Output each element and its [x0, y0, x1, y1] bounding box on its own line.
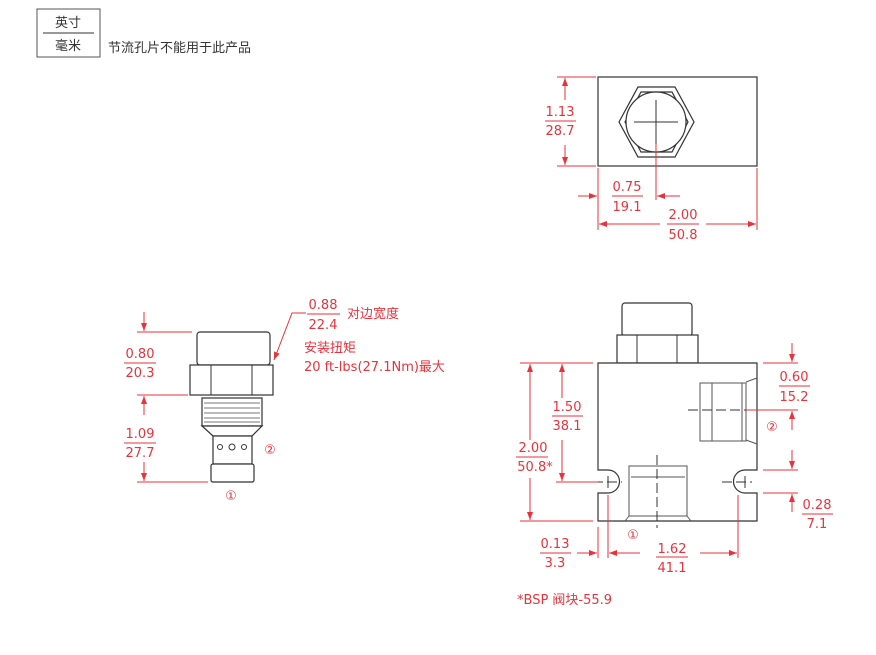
torque-label: 安装扭矩: [304, 341, 356, 356]
unit-inch-label: 英寸: [55, 16, 81, 31]
port1-depth-mm: 38.1: [553, 419, 582, 434]
front-height-mm: 50.8*: [517, 460, 553, 475]
body-length-mm: 27.7: [126, 446, 155, 461]
cartridge-view: 0.80 20.3 1.09 27.7 0.88 22.4 对边宽度 安装扭矩 …: [124, 298, 445, 504]
cartridge-port-1: ①: [225, 489, 237, 504]
hole-offset-mm: 7.1: [807, 517, 828, 532]
orifice-note: 节流孔片不能用于此产品: [108, 41, 251, 56]
top-width-mm: 50.8: [669, 228, 698, 243]
front-port-1: ①: [627, 528, 639, 543]
hex-size-label: 对边宽度: [347, 306, 399, 322]
port2-offset-in: 0.60: [780, 370, 809, 385]
unit-legend: 英寸 毫米 节流孔片不能用于此产品: [36, 8, 251, 58]
unit-mm-label: 毫米: [55, 38, 81, 54]
cartridge-port-2: ②: [264, 443, 276, 458]
hex-size-in: 0.88: [309, 298, 338, 313]
body-length-in: 1.09: [126, 427, 155, 442]
hole-spacing-mm: 41.1: [658, 561, 687, 576]
port1-depth-in: 1.50: [553, 400, 582, 415]
bsp-footnote: *BSP 阀块-55.9: [517, 593, 612, 608]
torque-value: 20 ft-lbs(27.1Nm)最大: [304, 360, 445, 375]
front-view: 2.00 50.8* 1.50 38.1 0.60 15.2 0.28 7.1 …: [516, 302, 833, 608]
top-offset-mm: 19.1: [613, 200, 642, 215]
top-width-in: 2.00: [669, 208, 698, 223]
top-offset-in: 0.75: [613, 180, 642, 195]
port2-offset-mm: 15.2: [780, 390, 809, 405]
top-height-mm: 28.7: [546, 124, 575, 139]
front-port-2: ②: [766, 420, 778, 435]
edge-offset-in: 0.13: [541, 537, 570, 552]
edge-offset-mm: 3.3: [545, 556, 566, 571]
hex-size-mm: 22.4: [309, 318, 338, 333]
hole-offset-in: 0.28: [803, 498, 832, 513]
front-height-in: 2.00: [519, 441, 548, 456]
cap-height-in: 0.80: [126, 347, 155, 362]
hole-spacing-in: 1.62: [658, 542, 687, 557]
top-view: 1.13 28.7 0.75 19.1 2.00 50.8: [545, 76, 758, 243]
cap-height-mm: 20.3: [126, 366, 155, 381]
top-height-in: 1.13: [546, 105, 575, 120]
